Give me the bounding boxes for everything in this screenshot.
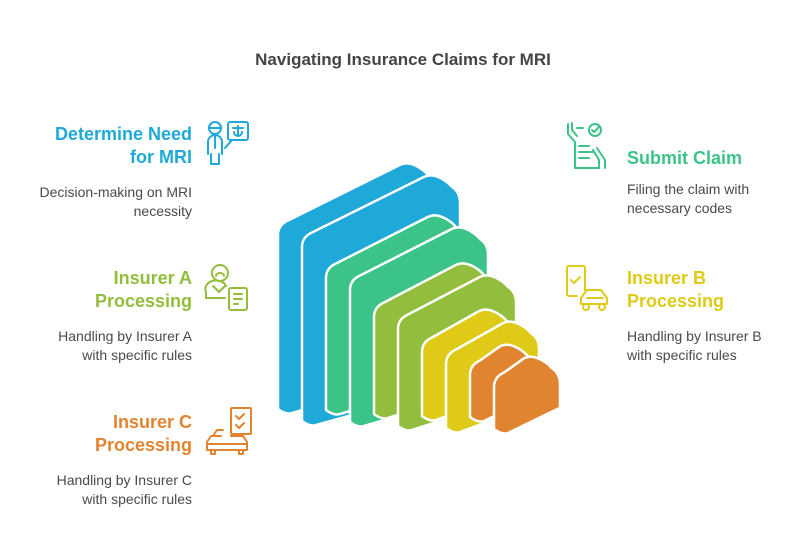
step-heading: Determine Need for MRI <box>2 123 192 169</box>
desc-line: necessary codes <box>627 200 733 216</box>
desc-line: with specific rules <box>82 347 192 363</box>
agent-document-icon <box>203 262 253 312</box>
step-description: Decision-making on MRI necessity <box>2 183 193 221</box>
desc-line: Handling by Insurer B <box>627 328 762 344</box>
hands-document-check-icon <box>563 120 613 170</box>
step-heading: Insurer B Processing <box>627 267 797 313</box>
step-determine-need: Determine Need for MRI Decision-making o… <box>2 123 193 221</box>
step-heading: Insurer C Processing <box>2 411 192 457</box>
heading-line: Processing <box>94 291 192 311</box>
heading-line: for MRI <box>130 147 192 167</box>
step-description: Handling by Insurer B with specific rule… <box>627 327 797 365</box>
heading-line: Determine Need <box>54 124 192 144</box>
desc-line: Handling by Insurer A <box>58 328 192 344</box>
step-description: Handling by Insurer C with specific rule… <box>2 471 192 509</box>
heading-line: Submit Claim <box>627 148 743 168</box>
car-checklist-icon <box>203 406 253 456</box>
heading-line: Processing <box>94 435 192 455</box>
step-insurer-a: Insurer A Processing Handling by Insurer… <box>2 267 192 365</box>
step-submit-claim: Submit Claim Filing the claim with neces… <box>627 147 797 218</box>
phone-car-icon <box>563 264 613 314</box>
step-description: Filing the claim with necessary codes <box>627 180 797 218</box>
stack-layer-insurer-c-front <box>492 355 562 435</box>
desc-line: with specific rules <box>627 347 737 363</box>
desc-line: with specific rules <box>82 491 192 507</box>
step-description: Handling by Insurer A with specific rule… <box>2 327 192 365</box>
desc-line: necessity <box>133 203 192 219</box>
heading-line: Insurer A <box>113 268 192 288</box>
step-heading: Submit Claim <box>627 147 797 170</box>
heading-line: Processing <box>627 291 725 311</box>
diagram-title: Navigating Insurance Claims for MRI <box>255 50 551 69</box>
heading-line: Insurer C <box>112 412 192 432</box>
doctor-xray-icon <box>203 118 253 168</box>
step-heading: Insurer A Processing <box>2 267 192 313</box>
heading-line: Insurer B <box>627 268 707 288</box>
desc-line: Decision-making on MRI <box>39 184 193 200</box>
desc-line: Filing the claim with <box>627 181 750 197</box>
step-insurer-b: Insurer B Processing Handling by Insurer… <box>627 267 797 365</box>
desc-line: Handling by Insurer C <box>56 472 192 488</box>
step-insurer-c: Insurer C Processing Handling by Insurer… <box>2 411 192 509</box>
